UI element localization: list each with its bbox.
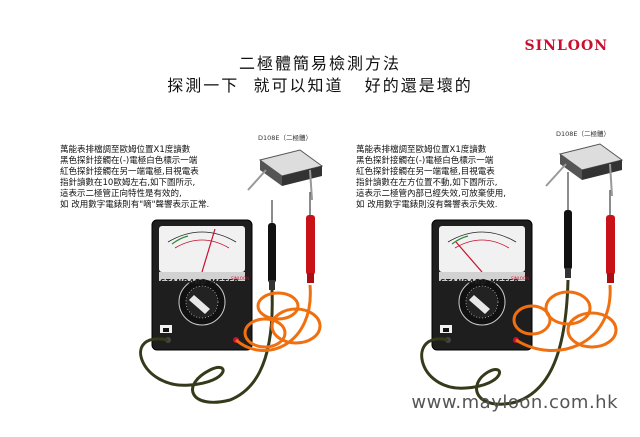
page-title: 二極體簡易檢測方法 bbox=[0, 50, 640, 74]
diode-icon bbox=[546, 144, 622, 196]
meter-label: STANDARD METER bbox=[160, 278, 239, 286]
probe-icon bbox=[564, 172, 615, 283]
meter-label: STANDARD METER bbox=[440, 278, 519, 286]
page-subtitle: 探測一下 就可以知道 好的還是壞的 bbox=[0, 72, 640, 96]
meter-brand: SINLOON bbox=[511, 276, 529, 281]
bad-diode-panel: D108E（二極體） 萬能表排檔調至歐姆位置X1度讀數 黑色探針接觸在(-)電極… bbox=[356, 130, 640, 430]
diode-icon bbox=[248, 130, 322, 200]
meter-brand: SINLOON bbox=[231, 276, 249, 281]
good-diode-panel: D108E（二極體） 萬能表排檔調至歐姆位置X1度讀數 黑色探針接觸在(-)電極… bbox=[60, 130, 360, 430]
website-url: www.mayloon.com.hk bbox=[411, 392, 618, 413]
probe-icon bbox=[268, 192, 315, 290]
